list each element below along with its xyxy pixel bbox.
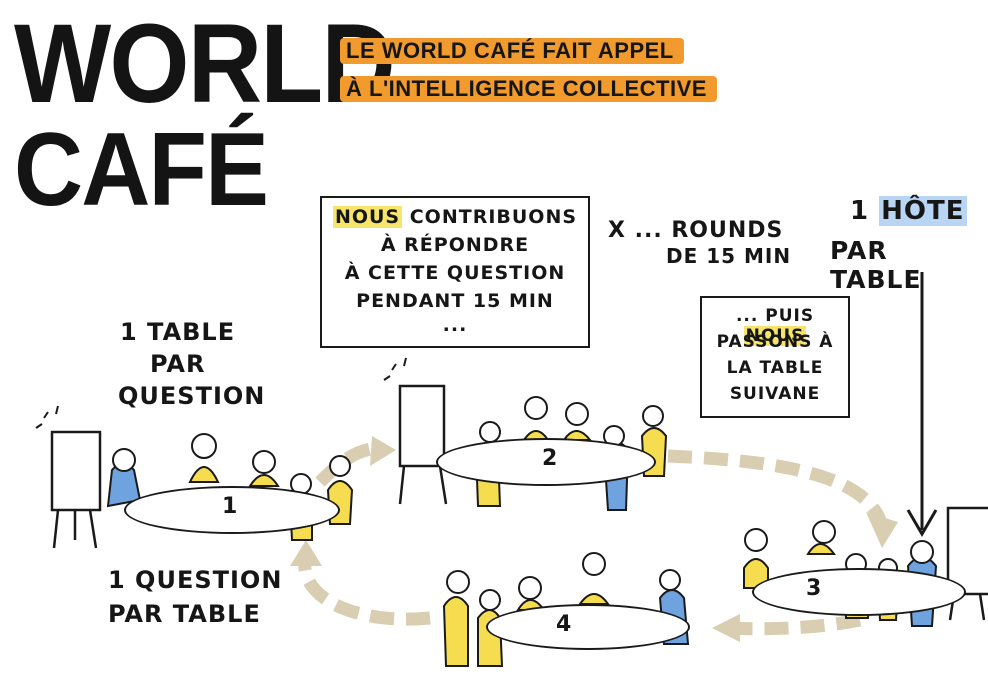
title-world: WORLD	[14, 1, 396, 126]
table-per-question-line-2: PAR	[150, 350, 206, 378]
host-arrow	[906, 272, 938, 537]
table-3	[752, 568, 966, 616]
table-number-4: 4	[556, 612, 572, 637]
subtitle-line-2: À L'INTELLIGENCE COLLECTIVE	[340, 76, 717, 102]
people-table-4	[442, 552, 690, 667]
question-per-table-line-1: 1 QUESTION	[108, 566, 283, 594]
question-box-line-1: NOUS CONTRIBUONS	[322, 206, 588, 228]
next-table-line-3: LA TABLE	[726, 358, 824, 378]
next-table-line-4: SUIVANE	[729, 384, 821, 404]
table-2	[436, 438, 656, 486]
host-line-2: PAR TABLE	[830, 236, 922, 294]
table-number-1: 1	[222, 494, 238, 519]
question-box-line-5: ...	[442, 314, 468, 336]
rounds-line-1: X ... ROUNDS	[608, 218, 784, 243]
question-box: NOUS CONTRIBUONS À RÉPONDRE À CETTE QUES…	[320, 196, 590, 348]
table-number-2: 2	[542, 446, 558, 471]
title-cafe: CAFÉ	[14, 112, 269, 228]
flipchart-1-dots	[35, 405, 59, 429]
table-4	[486, 604, 690, 650]
flipchart-3	[946, 506, 988, 621]
subtitle-line-1: LE WORLD CAFÉ FAIT APPEL	[340, 38, 684, 64]
flipchart-2-dots	[383, 357, 407, 381]
question-box-line-3: À CETTE QUESTION	[344, 262, 566, 284]
next-table-line-1: ... PUIS NOUS	[702, 306, 848, 346]
host-word: HÔTE	[879, 196, 967, 226]
flow-arrows	[298, 441, 887, 636]
question-box-line-2: À RÉPONDRE	[380, 234, 530, 256]
nous-highlight: NOUS	[332, 206, 403, 228]
next-table-line-2: PASSONS À	[716, 332, 834, 352]
table-per-question-line-1: 1 TABLE	[120, 318, 236, 346]
host-line-1: 1 HÔTE	[850, 196, 967, 226]
rounds-line-2: DE 15 MIN	[666, 244, 792, 268]
next-table-box: ... PUIS NOUS PASSONS À LA TABLE SUIVANE	[700, 296, 850, 418]
next-table-prefix: ... PUIS	[735, 306, 815, 326]
table-number-3: 3	[806, 576, 822, 601]
flipchart-2	[398, 384, 448, 505]
question-box-line-1-rest: CONTRIBUONS	[402, 206, 578, 228]
table-1	[124, 486, 340, 534]
question-box-line-4: PENDANT 15 MIN	[356, 290, 554, 312]
flipchart-1	[50, 430, 102, 549]
flow-arrowheads	[290, 436, 898, 642]
question-per-table-line-2: PAR TABLE	[108, 600, 261, 628]
table-per-question-line-3: QUESTION	[118, 382, 266, 410]
host-number: 1	[850, 196, 870, 226]
nous-highlight-2: NOUS	[743, 326, 807, 346]
